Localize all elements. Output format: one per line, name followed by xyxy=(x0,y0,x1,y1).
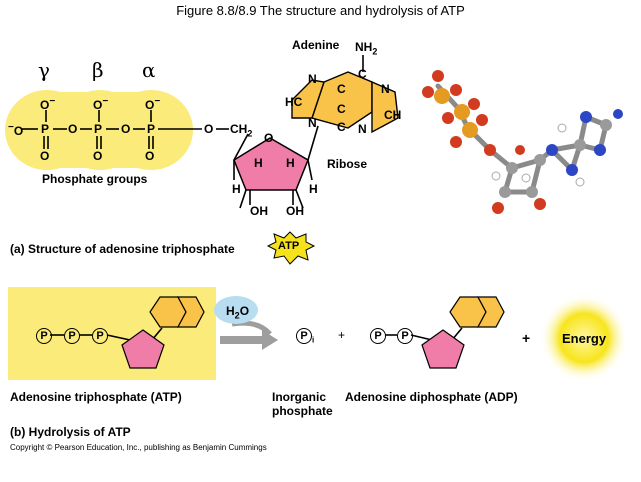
molecule-3d-model xyxy=(422,70,623,214)
alpha-label: α xyxy=(142,58,156,82)
o-minus-3: O xyxy=(145,98,155,112)
p-beta: P xyxy=(94,122,103,136)
ribose-h-1: H xyxy=(254,156,263,170)
copyright: Copyright © Pearson Education, Inc., pub… xyxy=(10,443,267,452)
plus-1: + xyxy=(338,328,346,342)
inorganic-label-2: phosphate xyxy=(272,404,333,418)
o-bridge-3: O xyxy=(204,122,214,136)
adenine-c-top: C xyxy=(358,67,367,81)
figure-title: Figure 8.8/8.9 The structure and hydroly… xyxy=(176,3,465,18)
ribose-h-2: H xyxy=(286,156,295,170)
inorganic-label-1: Inorganic xyxy=(272,390,327,404)
adenine-c-2: C xyxy=(337,102,346,116)
atp-cartoon xyxy=(50,296,205,369)
adenine-n-2: N xyxy=(381,82,390,96)
energy-label: Energy xyxy=(562,331,607,346)
adenine-n-4: N xyxy=(358,122,367,136)
phosphate-groups-label: Phosphate groups xyxy=(42,172,148,186)
ribose-label: Ribose xyxy=(327,157,368,171)
phosphate-bonds xyxy=(22,110,229,149)
p-circle-adp-2: P xyxy=(397,328,413,344)
adenine-ch: CH xyxy=(384,108,402,122)
o-minus-1: O xyxy=(40,98,50,112)
adenine-n-3: N xyxy=(308,116,317,130)
adenine-label: Adenine xyxy=(292,38,340,52)
p-circle-1: P xyxy=(36,328,52,344)
adenine-n-1: N xyxy=(308,72,317,86)
gamma-label: γ xyxy=(38,58,50,82)
caption-a: (a) Structure of adenosine triphosphate xyxy=(10,242,235,256)
ribose-oh-1: OH xyxy=(250,204,268,218)
water-label: H2O xyxy=(226,304,250,321)
adp-cartoon xyxy=(385,296,505,369)
adenine-c-1: C xyxy=(337,82,346,96)
nh2-label: NH2 xyxy=(355,40,378,57)
atp-badge: ATP xyxy=(278,240,300,252)
p-gamma: P xyxy=(41,122,50,136)
o-double-3: O xyxy=(145,149,155,163)
phosphate-backdrop xyxy=(5,90,193,170)
p-circle-3: P xyxy=(92,328,108,344)
o-bridge-1: O xyxy=(68,122,78,136)
ribose-ring xyxy=(233,125,319,209)
o-double-1: O xyxy=(40,149,50,163)
o-minus-2: O xyxy=(93,98,103,112)
atp-label: Adenosine triphosphate (ATP) xyxy=(10,390,182,404)
ribose-h-3: H xyxy=(232,182,241,196)
o-minus-4: O xyxy=(13,124,24,138)
ch2-label: CH2 xyxy=(230,122,253,139)
adenine-rings xyxy=(291,55,399,134)
p-alpha: P xyxy=(147,122,156,136)
ribose-h-4: H xyxy=(309,182,318,196)
o-bridge-2: O xyxy=(121,122,131,136)
ribose-o: O xyxy=(264,131,274,145)
p-circle-2: P xyxy=(64,328,80,344)
atp-burst-icon xyxy=(266,231,316,265)
caption-b: (b) Hydrolysis of ATP xyxy=(10,425,131,439)
adp-label: Adenosine diphosphate (ADP) xyxy=(345,390,518,404)
beta-label: β xyxy=(92,58,104,82)
adenine-c-3: C xyxy=(337,120,346,134)
energy-glow xyxy=(540,294,628,382)
plus-2: + xyxy=(522,330,531,346)
ribose-oh-2: OH xyxy=(286,204,304,218)
p-circle-adp-1: P xyxy=(370,328,386,344)
adenine-hc: HC xyxy=(285,95,303,109)
o-double-2: O xyxy=(93,149,103,163)
hydrolysis-arrow xyxy=(220,320,278,350)
water-bubble xyxy=(214,296,258,324)
